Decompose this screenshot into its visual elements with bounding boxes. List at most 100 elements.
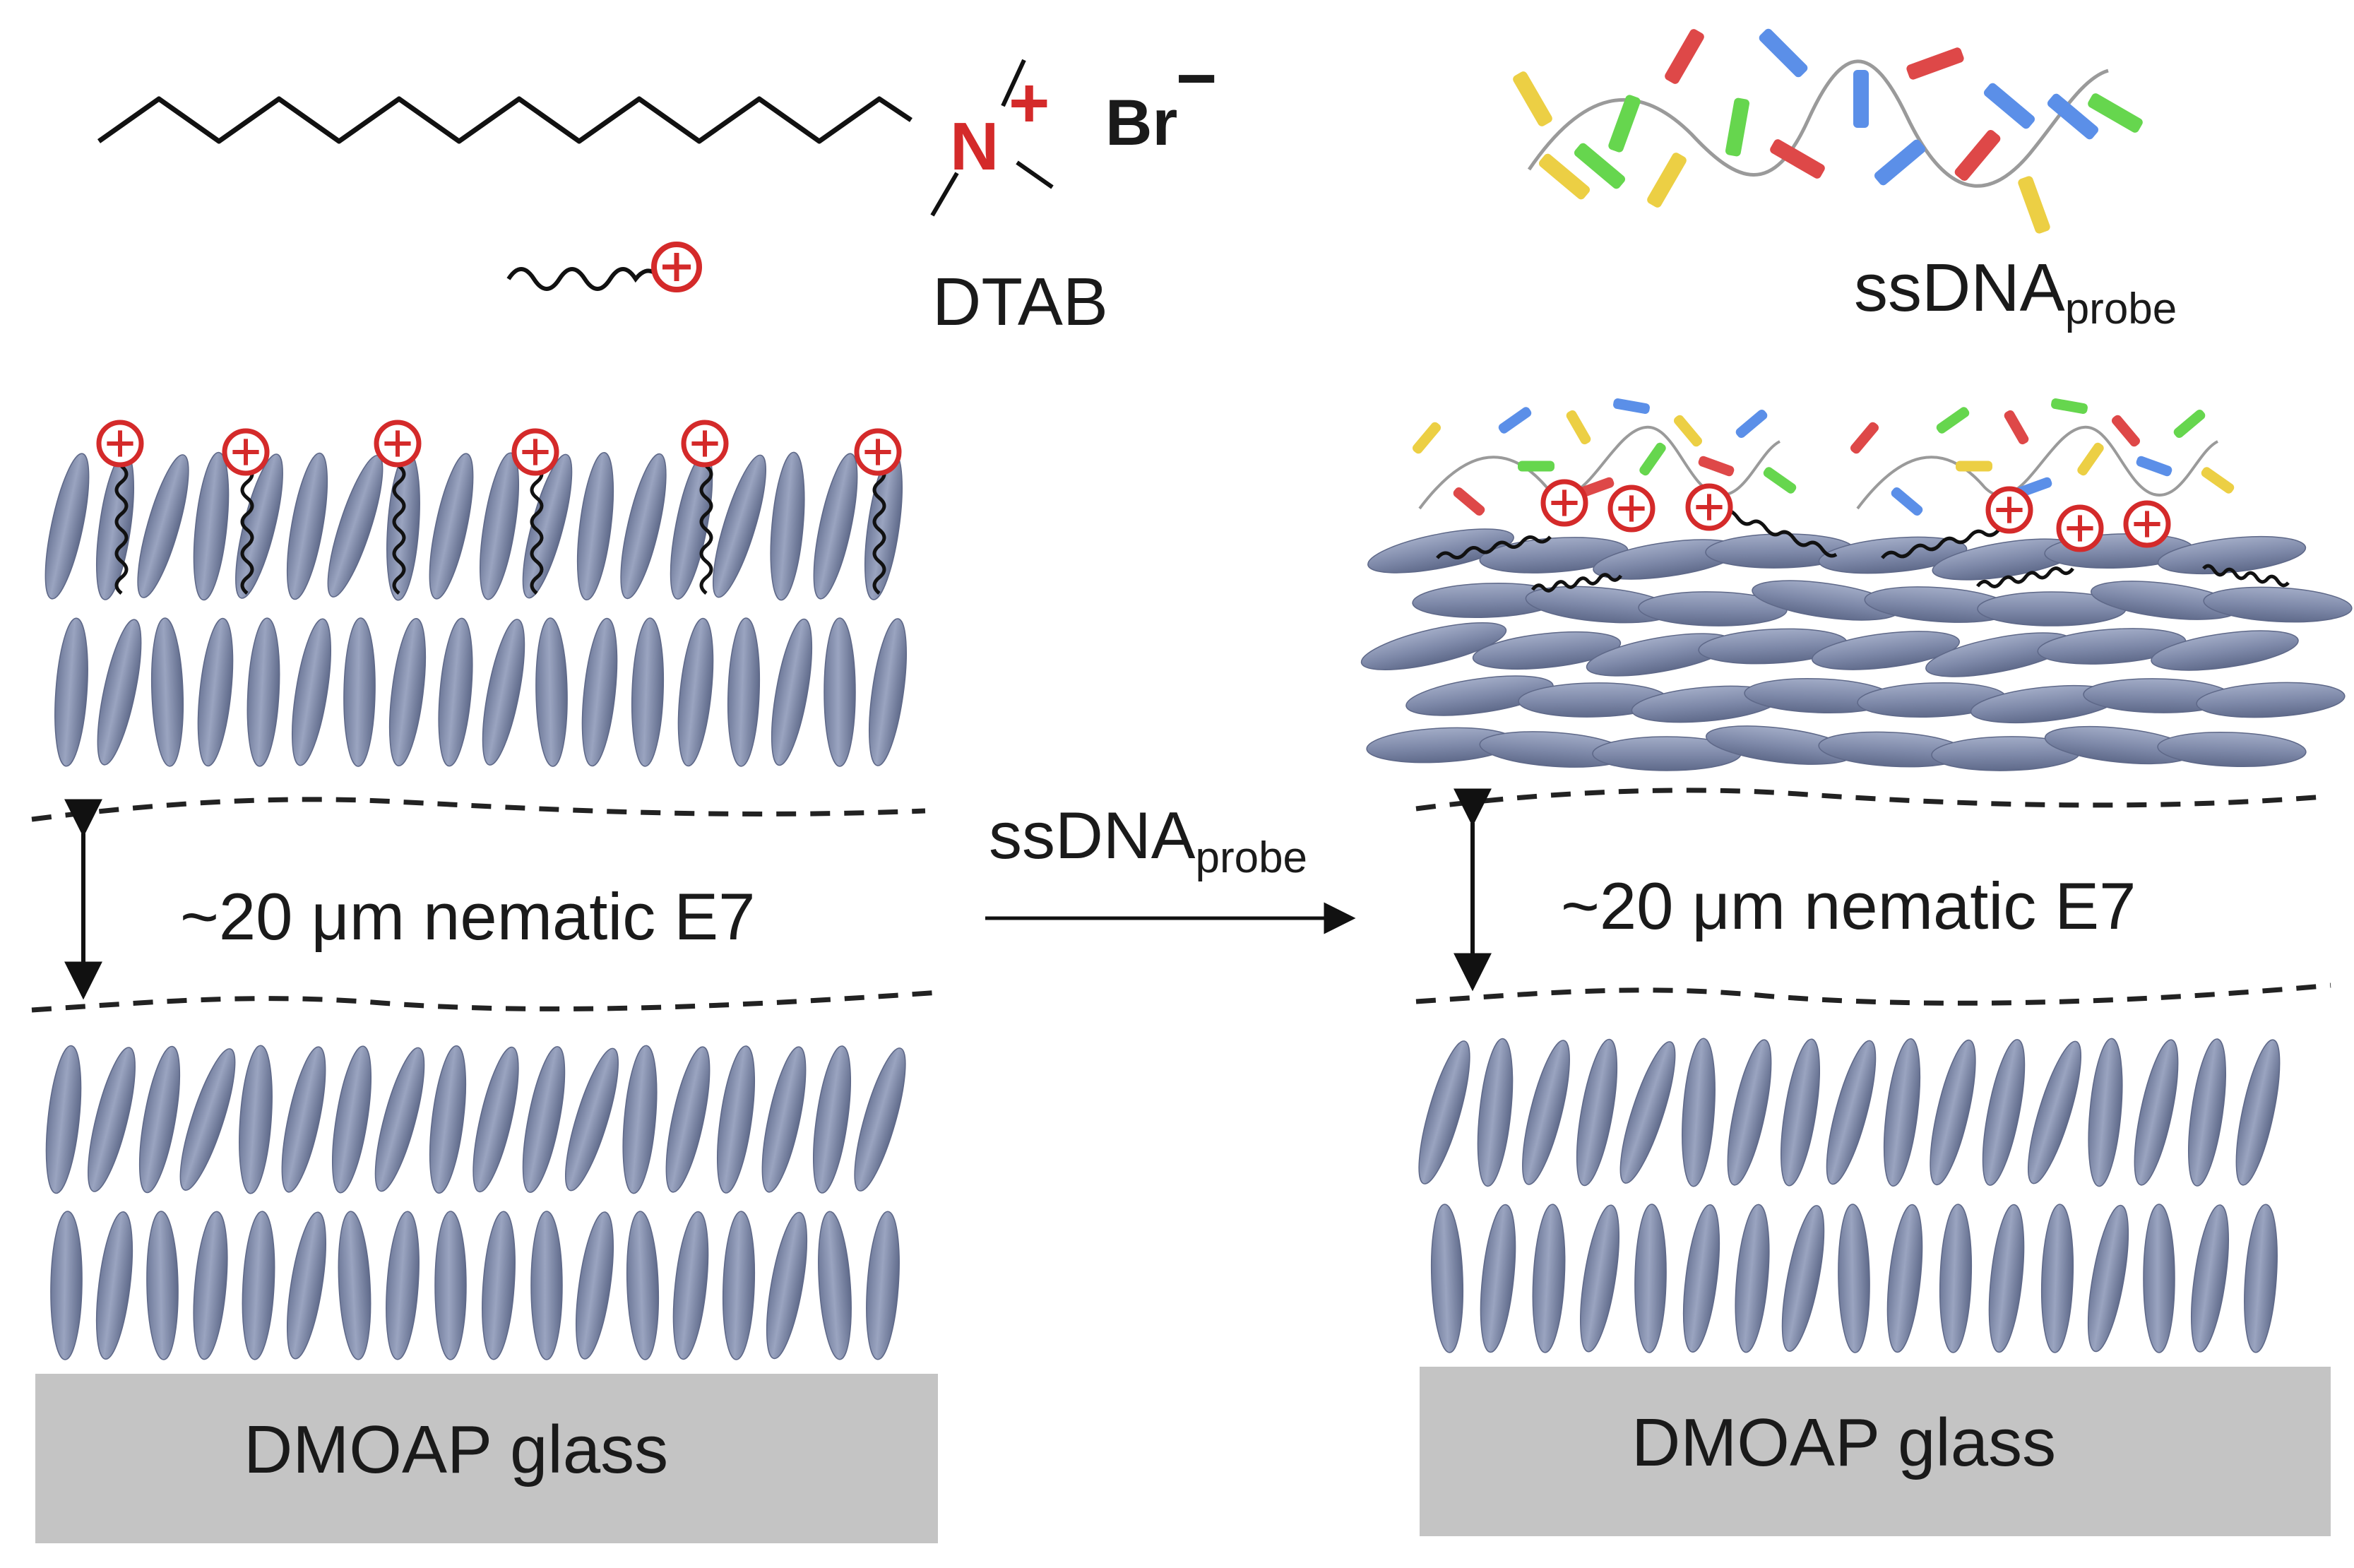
lc-mesogen (717, 1045, 755, 1194)
lc-mesogen (522, 453, 573, 599)
left-substrate (35, 1374, 938, 1543)
lc-mesogen (438, 617, 473, 767)
surfactant-tail (1722, 509, 1838, 558)
lc-mesogen (388, 617, 427, 767)
lc-mesogen (713, 454, 766, 598)
surfactant-headgroup (681, 420, 729, 468)
lc-mesogen (1472, 631, 1622, 670)
lc-mesogen (2143, 1204, 2175, 1353)
dna-base (1513, 71, 1552, 126)
surfactant-tail (114, 465, 129, 595)
left-upper-boundary (31, 797, 926, 822)
lc-mesogen (472, 1046, 519, 1193)
dtab-cartoon-tail (506, 267, 657, 291)
lc-mesogen (1619, 1041, 1676, 1184)
surfactant-tail (240, 465, 254, 595)
dna-base (1578, 477, 1615, 498)
lc-mesogen (620, 453, 667, 600)
dtab-counter-charge-label: − (1176, 39, 1217, 118)
dtab-alkyl-chain (97, 96, 913, 144)
lc-mesogen (1360, 622, 1507, 670)
dtab-nitrogen-label: N (950, 109, 999, 184)
right-panel: ~20 μm nematic E7 DMOAP glass (1360, 398, 2353, 1536)
lc-mesogen (522, 1046, 566, 1193)
dna-base (1647, 153, 1687, 208)
lc-mesogen (1781, 1038, 1820, 1187)
lc-mesogen (386, 1211, 420, 1360)
lc-mesogen (1886, 1204, 1923, 1353)
lc-mesogen (622, 1045, 658, 1194)
surfactant-headgroup (96, 420, 144, 468)
dna-base (2173, 409, 2206, 439)
lc-mesogen (1532, 1204, 1566, 1353)
left-gap-label: ~20 μm nematic E7 (180, 879, 755, 954)
dna-base (2111, 415, 2141, 447)
dna-base (1956, 461, 1992, 472)
lc-mesogen (530, 1211, 563, 1360)
lc-mesogen (727, 617, 761, 767)
dna-base (1613, 398, 1650, 414)
dna-base (2047, 93, 2099, 140)
lc-mesogen (2203, 586, 2353, 623)
dna-base (2018, 176, 2050, 234)
dna-base (2077, 442, 2104, 476)
surfactant-tail (699, 465, 713, 595)
surfactant-headgroup (374, 420, 422, 468)
lc-mesogen (96, 452, 134, 600)
dtab-cartoon-headgroup (651, 242, 702, 292)
lc-mesogen (818, 1211, 852, 1360)
surfactant-tail (392, 465, 406, 595)
lc-mesogen (1477, 1038, 1514, 1187)
lc-mesogen (1818, 536, 1968, 574)
lc-mesogen (1430, 1204, 1464, 1353)
left-substrate-label: DMOAP glass (244, 1412, 668, 1487)
lc-mesogen (2040, 1204, 2074, 1353)
dna-base (1453, 487, 1485, 516)
left-lc-layer-bottom (45, 1045, 906, 1360)
lc-mesogen (193, 1211, 228, 1360)
lc-mesogen (97, 619, 142, 766)
dtab-methyl-bond-right (1016, 160, 1054, 189)
dna-base (1983, 83, 2035, 129)
lc-mesogen (565, 1047, 619, 1192)
lc-mesogen (179, 1048, 236, 1191)
right-substrate (1420, 1367, 2331, 1536)
dtab-charge-label: + (1009, 64, 1050, 143)
arrow-label: ssDNAprobe (989, 798, 1307, 882)
right-substrate-label: DMOAP glass (1631, 1405, 2056, 1480)
lc-mesogen (1826, 1040, 1877, 1185)
dtab-name-label: DTAB (932, 264, 1108, 340)
surfactant-headgroup (511, 428, 559, 476)
lc-mesogen (1580, 1204, 1619, 1353)
lc-mesogen (2235, 1039, 2281, 1186)
dna-base (1725, 97, 1750, 157)
lc-mesogen (2157, 535, 2307, 575)
lc-mesogen (332, 1045, 371, 1194)
dna-base (1574, 143, 1626, 189)
dna-base (1735, 409, 1768, 439)
lc-mesogen (2028, 1040, 2081, 1184)
dna-base (1763, 467, 1797, 494)
dna-base (1538, 153, 1591, 200)
lc-mesogen (1682, 1038, 1716, 1187)
lc-mesogen (1781, 1205, 1825, 1352)
dna-base (1770, 139, 1825, 179)
dtab-methyl-bond-down (930, 172, 959, 217)
lc-mesogen (1939, 1204, 1973, 1353)
lc-mesogen (343, 617, 376, 767)
lc-mesogen (1682, 1204, 1720, 1353)
lc-mesogen (869, 618, 907, 766)
left-panel: ~20 μm nematic E7 DMOAP glass (31, 420, 940, 1543)
lc-mesogen (327, 455, 384, 598)
surfactant-tail (1881, 528, 2000, 559)
lc-mesogen (482, 1211, 516, 1360)
dna-base (1639, 442, 1666, 476)
dna-base (1936, 407, 1970, 434)
lc-mesogen (2088, 1038, 2123, 1187)
lc-mesogen (434, 1211, 467, 1360)
lc-mesogen (770, 451, 805, 601)
surfactant-headgroup (1985, 486, 2033, 534)
lc-mesogen (374, 1047, 425, 1192)
dna-base (1412, 422, 1441, 454)
surfactant-headgroup (1607, 485, 1655, 533)
